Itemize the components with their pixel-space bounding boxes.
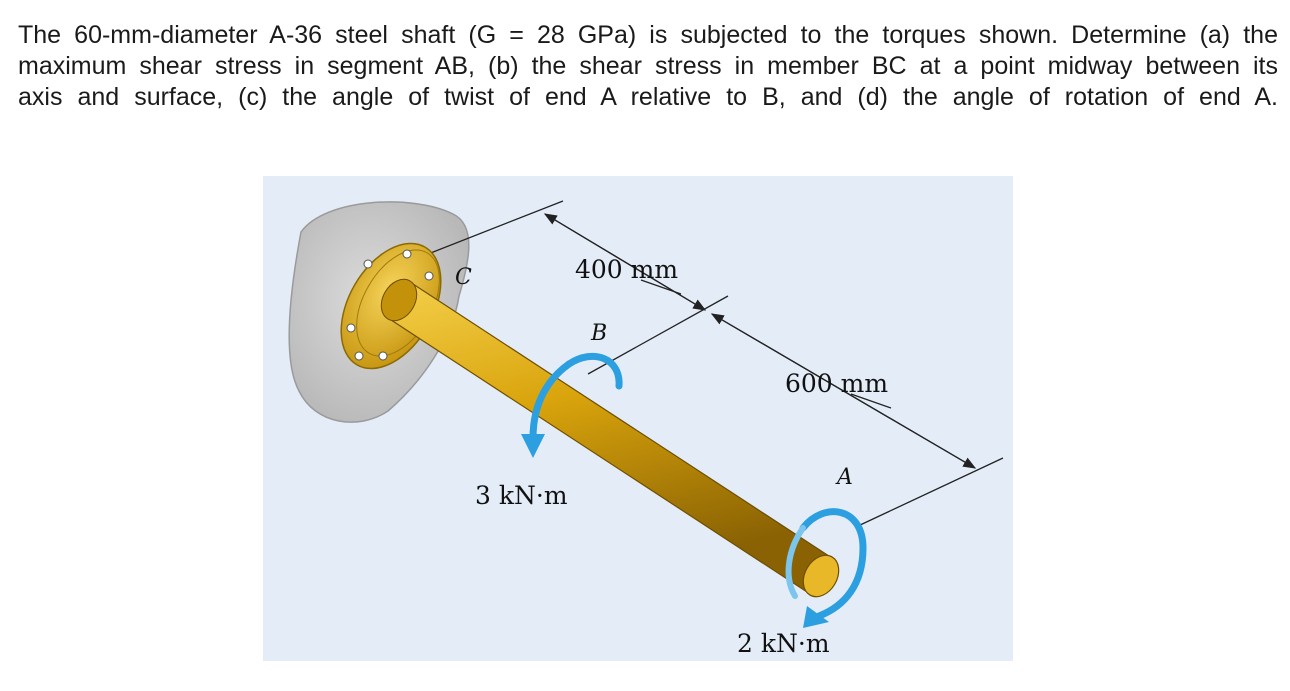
shaft: [380, 278, 840, 598]
label-c: C: [455, 265, 472, 290]
label-b: B: [590, 321, 607, 346]
shaft-end-a: [802, 554, 840, 598]
torque-arrow-b: [529, 360, 573, 442]
problem-statement: The 60-mm-diameter A-36 steel shaft (G =…: [18, 20, 1278, 113]
bolt: [346, 323, 356, 333]
bolt: [354, 351, 364, 361]
torque-arrow-a-back: [785, 525, 806, 599]
torque-arrowhead-a: [803, 606, 829, 628]
problem-line-3: axis and surface, (c) the angle of twist…: [18, 83, 1278, 111]
problem-line-2: maximum shear stress in segment AB, (b) …: [18, 52, 1278, 80]
bolt: [424, 271, 434, 281]
bolt: [402, 249, 412, 259]
label-a: A: [835, 465, 853, 490]
torque-label-a: 2 kN·m: [737, 629, 830, 658]
shaft-diagram: C B A 400 mm 600 mm 3 kN·m 2 kN·m: [288, 200, 1004, 658]
torque-arrow-b-back: [565, 352, 623, 390]
torque-label-b: 3 kN·m: [475, 481, 568, 510]
dimension-lines: [422, 200, 1004, 527]
bolt: [363, 259, 373, 269]
torque-arrowhead-b: [521, 434, 545, 458]
problem-line-1: The 60-mm-diameter A-36 steel shaft (G =…: [18, 21, 1278, 49]
bolt: [378, 351, 388, 361]
torque-arrow-a: [799, 508, 867, 620]
dimension-600: 600 mm: [785, 369, 888, 398]
shaft-figure: C B A 400 mm 600 mm 3 kN·m 2 kN·m: [263, 176, 1013, 661]
dimension-400: 400 mm: [575, 255, 678, 284]
